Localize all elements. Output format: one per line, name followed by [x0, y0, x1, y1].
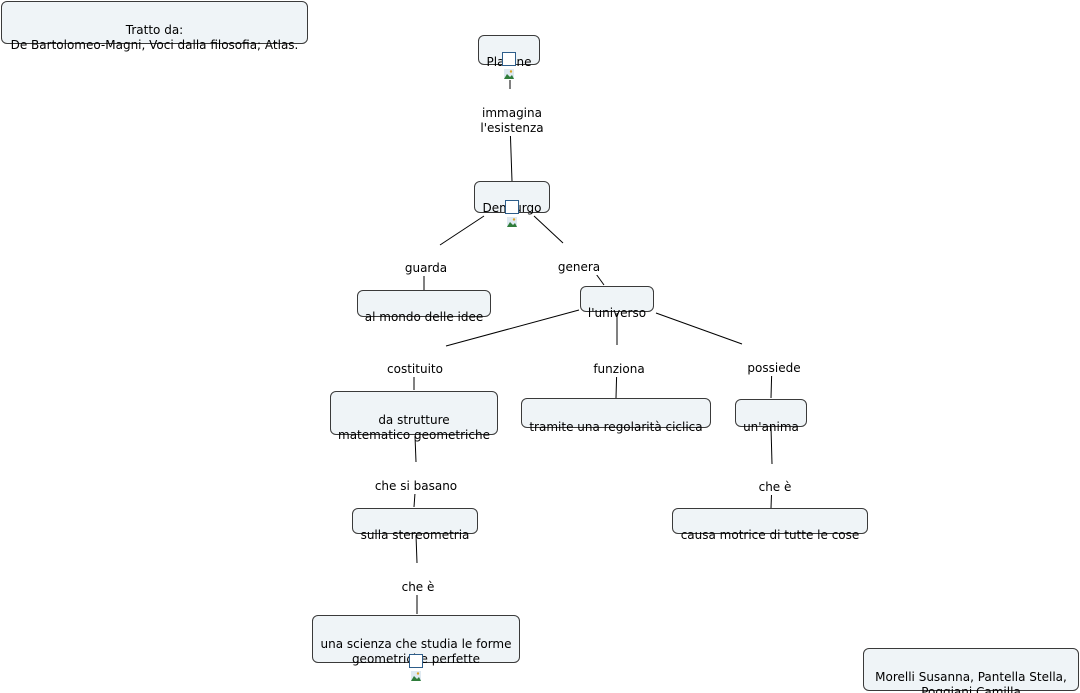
connector-demiurgo-guarda [439, 215, 485, 246]
link-text: che si basano [374, 479, 458, 493]
connector-universo-possiede [655, 312, 743, 345]
concept-label: un'anima [743, 420, 799, 434]
concept-label: tramite una regolarità ciclica [529, 420, 703, 434]
concept-strutture[interactable]: da strutture matematico geometriche [330, 391, 498, 442]
link-possiede: possiede [740, 346, 808, 376]
concept-causa[interactable]: causa motrice di tutte le cose [672, 508, 868, 542]
connector-demiurgo-genera [533, 215, 564, 244]
image-icon[interactable] [502, 52, 516, 80]
source-note-text: Tratto da: De Bartolomeo-Magni, Voci dal… [10, 23, 299, 52]
authors-note: Morelli Susanna, Pantella Stella, Poggia… [863, 648, 1079, 693]
link-text: possiede [747, 361, 801, 375]
concept-scienza[interactable]: una scienza che studia le forme geometri… [312, 615, 520, 682]
connector-strutture-basano [414, 435, 417, 463]
link-text: genera [557, 260, 601, 274]
concept-regolarita[interactable]: tramite una regolarità ciclica [521, 398, 711, 434]
link-genera: genera [550, 245, 608, 275]
link-text: funziona [593, 362, 645, 376]
link-text: immagina l'esistenza [480, 106, 544, 135]
link-guarda: guarda [398, 246, 454, 276]
connector-anima-chee [770, 426, 773, 465]
link-text: che è [758, 480, 792, 494]
link-text: che è [401, 580, 435, 594]
connector-stereo-chee [415, 534, 418, 564]
link-che-e-stereometria: che è [394, 565, 442, 595]
link-funziona: funziona [585, 347, 653, 377]
concept-label: una scienza che studia le forme geometri… [320, 637, 512, 666]
concept-demiurgo[interactable]: Demiurgo [474, 181, 550, 228]
link-costituito: costituito [380, 347, 450, 377]
link-che-si-basano: che si basano [366, 464, 466, 494]
link-text: guarda [404, 261, 448, 275]
concept-universo[interactable]: l'universo [580, 286, 654, 320]
image-icon[interactable] [409, 654, 423, 682]
connector-universo-costituito [445, 309, 580, 347]
concept-stereometria[interactable]: sulla stereometria [352, 508, 478, 542]
concept-label: l'universo [587, 306, 647, 320]
authors-note-text: Morelli Susanna, Pantella Stella, Poggia… [875, 670, 1067, 693]
concept-mondo-idee[interactable]: al mondo delle idee [357, 290, 491, 324]
concept-label: sulla stereometria [360, 528, 470, 542]
concept-platone[interactable]: Platone [478, 35, 540, 80]
source-note: Tratto da: De Bartolomeo-Magni, Voci dal… [1, 1, 308, 52]
concept-label: da strutture matematico geometriche [338, 413, 490, 442]
concept-label: causa motrice di tutte le cose [680, 528, 860, 542]
image-icon[interactable] [505, 200, 519, 228]
link-text: costituito [387, 362, 443, 376]
link-immagina: immagina l'esistenza [472, 91, 552, 136]
concept-label: al mondo delle idee [364, 310, 484, 324]
link-che-e-anima: che è [751, 465, 799, 495]
concept-anima[interactable]: un'anima [735, 399, 807, 434]
